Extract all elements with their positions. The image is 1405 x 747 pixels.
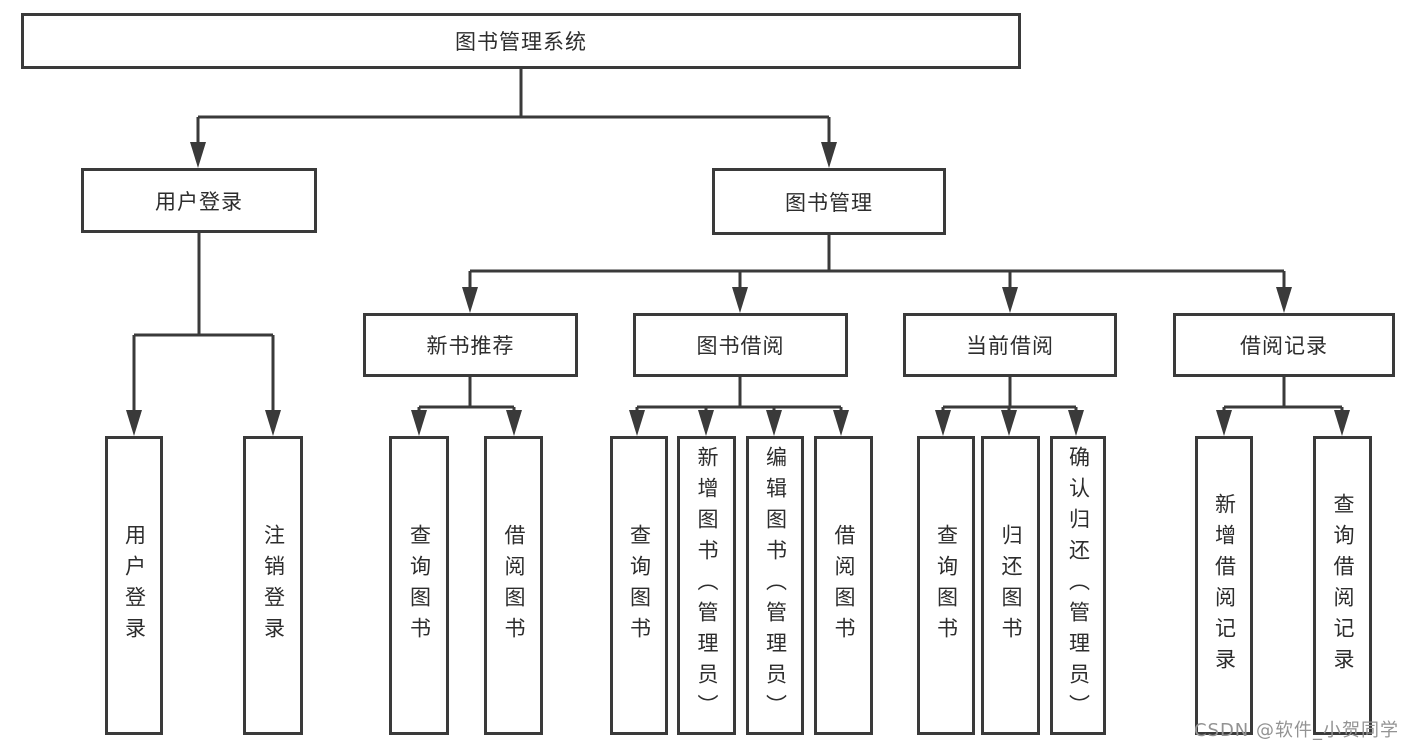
node-new-book-recommend: 新书推荐 — [363, 313, 578, 377]
leaf-current-confirm-return-admin: 确认归还（管理员） — [1050, 436, 1106, 735]
node-current-borrowing: 当前借阅 — [903, 313, 1117, 377]
leaf-borrowing-borrow-books: 借阅图书 — [814, 436, 873, 735]
arrowheads — [126, 142, 1350, 436]
leaf-current-query-books: 查询图书 — [917, 436, 975, 735]
node-book-management: 图书管理 — [712, 168, 946, 235]
leaf-user-login: 用户登录 — [105, 436, 163, 735]
leaf-recommend-borrow-books: 借阅图书 — [484, 436, 543, 735]
leaf-recommend-query-books: 查询图书 — [389, 436, 449, 735]
node-book-borrowing: 图书借阅 — [633, 313, 848, 377]
leaf-records-add-record: 新增借阅记录 — [1195, 436, 1253, 735]
node-user-login: 用户登录 — [81, 168, 317, 233]
leaf-borrowing-add-books-admin: 新增图书（管理员） — [677, 436, 736, 735]
leaf-logout: 注销登录 — [243, 436, 303, 735]
leaf-borrowing-edit-books-admin: 编辑图书（管理员） — [746, 436, 804, 735]
csdn-watermark: CSDN @软件_小贺同学 — [1193, 720, 1399, 741]
leaf-records-query-record: 查询借阅记录 — [1313, 436, 1372, 735]
leaf-borrowing-query-books: 查询图书 — [610, 436, 668, 735]
node-borrowing-records: 借阅记录 — [1173, 313, 1395, 377]
node-root-system: 图书管理系统 — [21, 13, 1021, 69]
leaf-current-return-books: 归还图书 — [981, 436, 1040, 735]
